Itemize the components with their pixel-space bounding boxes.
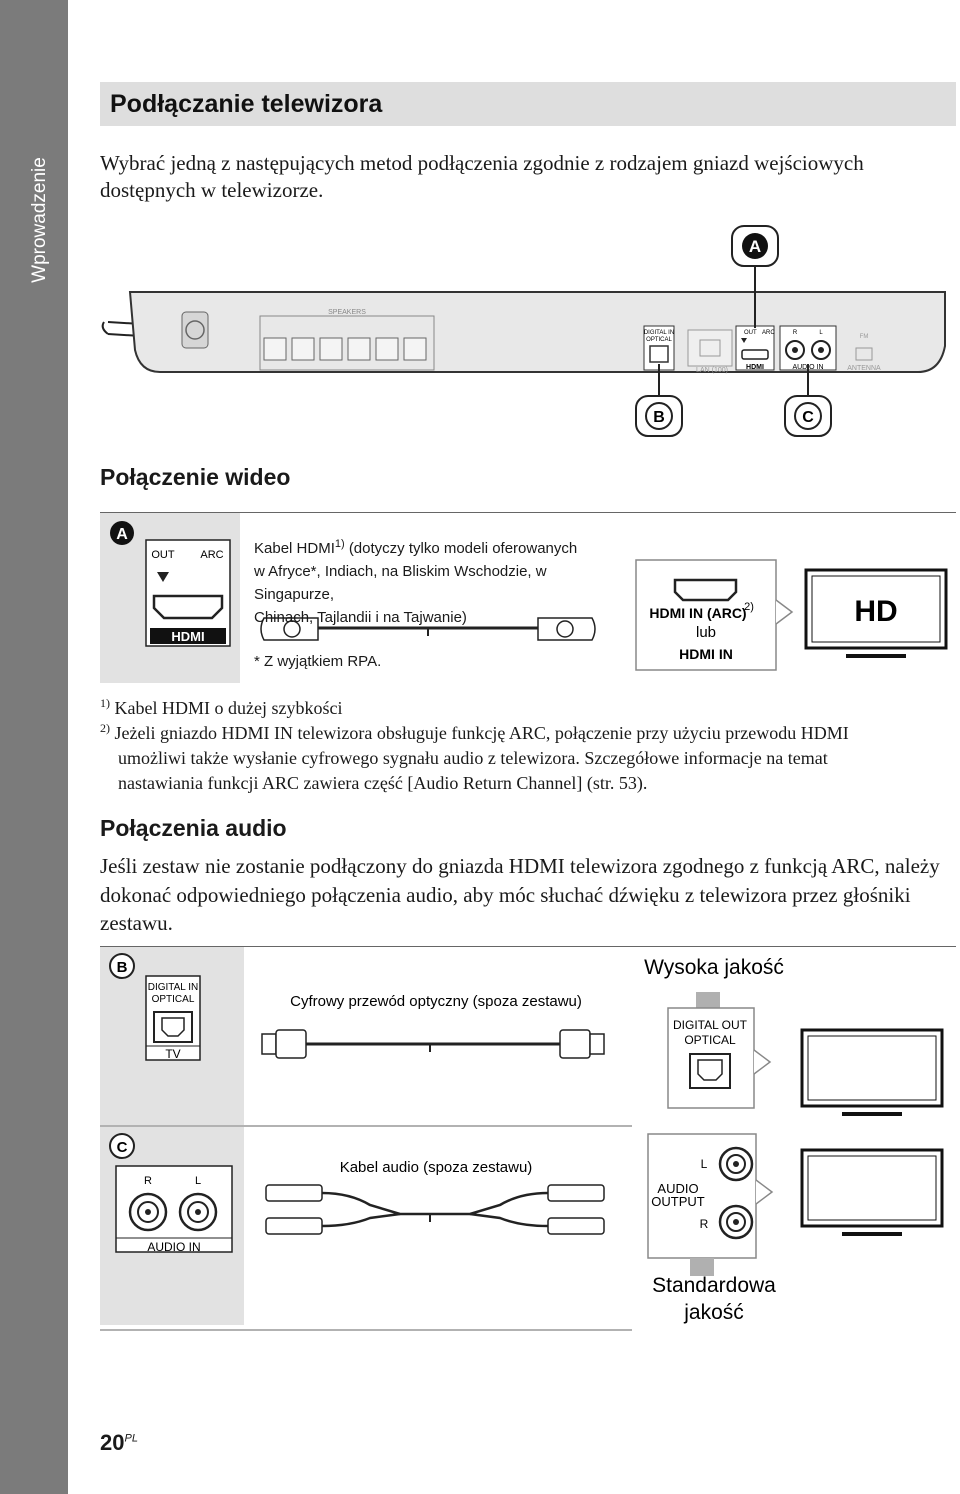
panel-out: OUT (744, 330, 757, 336)
b-port-1: DIGITAL IN (148, 982, 199, 993)
audio-cable (321, 1191, 549, 1228)
svg-text:A: A (116, 526, 128, 543)
intro-text: Wybrać jedną z następujących metod podłą… (100, 151, 864, 202)
c-tv-l: L (701, 1157, 708, 1171)
audio-c-marker (109, 1133, 135, 1159)
tv-port-or: lub (696, 624, 716, 641)
c-port-label: AUDIO IN (147, 1240, 200, 1254)
svg-text:A: A (749, 237, 761, 256)
speakers-label: SPEAKERS (328, 309, 366, 316)
tv-hdmi-port (673, 578, 738, 602)
panel-l: L (819, 330, 823, 336)
c-r: R (144, 1175, 152, 1187)
audio-b-marker (109, 953, 135, 979)
c-quality-1: Standardowa (652, 1274, 776, 1297)
tv-hd-badge: HD (854, 595, 897, 628)
panel-optical: OPTICAL (646, 337, 672, 343)
svg-text:B: B (653, 409, 665, 426)
b-tv-1: DIGITAL OUT (673, 1018, 748, 1032)
video-hdmi-logo: HDMI (171, 629, 204, 644)
tv-port-2: HDMI IN (679, 646, 733, 662)
footnote-1: 1) Kabel HDMI o dużej szybkości (100, 696, 343, 718)
cable-label: Kabel HDMI1) (dotyczy tylko modeli ofero… (254, 538, 578, 626)
svg-text:C: C (802, 409, 814, 426)
video-out: OUT (151, 549, 175, 561)
svg-text:C: C (117, 1139, 128, 1156)
video-arc: ARC (200, 549, 223, 561)
b-quality: Wysoka jakość (644, 956, 784, 979)
c-cable: Kabel audio (spoza zestawu) (340, 1159, 533, 1176)
c-tv-r: R (700, 1217, 709, 1231)
panel-r: R (793, 330, 798, 336)
b-cable: Cyfrowy przewód optyczny (spoza zestawu) (290, 993, 582, 1010)
title-bar: Podłączanie telewizora (100, 82, 956, 126)
b-tv-2: OPTICAL (684, 1033, 736, 1047)
video-hdmi-port (152, 594, 224, 620)
panel-hdmi-label: HDMI (746, 364, 764, 371)
footnote-2: 2) Jeżeli gniazdo HDMI IN telewizora obs… (100, 721, 849, 793)
panel-fm: FM (860, 334, 869, 340)
audio-rule (100, 946, 956, 947)
c-tv-1: AUDIO (657, 1181, 698, 1196)
video-connection-diagram: A OUT ARC HDMI HDMI IN (ARC) 2) lub HDMI… (100, 513, 948, 683)
sidebar: Wprowadzenie (0, 0, 68, 1494)
svg-text:B: B (117, 959, 128, 976)
b-tv-optical-port (689, 1053, 731, 1089)
device-rear-panel-diagram: SPEAKERS DIGITAL IN OPTICAL LAN (100) OU… (101, 225, 946, 437)
audio-heading: Połączenia audio (100, 815, 287, 841)
b-port-tv: TV (165, 1047, 180, 1061)
panel-optical-port (649, 345, 669, 363)
panel-arc: ARC (762, 330, 775, 336)
video-heading: Połączenie wideo (100, 464, 291, 490)
panel-antenna: ANTENNA (847, 365, 881, 372)
c-l: L (195, 1175, 201, 1187)
tv-port-sup: 2) (744, 601, 754, 613)
video-rule (100, 512, 956, 513)
b-port-2: OPTICAL (152, 994, 195, 1005)
panel-lan: LAN (100) (696, 367, 728, 374)
panel-hdmi-port (741, 349, 769, 360)
audio-text: Jeśli zestaw nie zostanie podłączony do … (100, 854, 940, 935)
page-number: 20PL (100, 1430, 138, 1455)
c-quality-2: jakość (683, 1301, 744, 1324)
b-optical-port (153, 1011, 193, 1043)
page-title: Podłączanie telewizora (110, 90, 383, 118)
c-tv-2: OUTPUT (651, 1194, 705, 1209)
except-note: * Z wyjątkiem RPA. (254, 653, 382, 670)
panel-digital-in: DIGITAL IN (644, 330, 674, 336)
video-marker (110, 521, 134, 545)
tv-port-1: HDMI IN (ARC) (649, 605, 746, 621)
audio-connection-diagram: B DIGITAL IN OPTICAL TV DIGITAL OUT OPTI… (100, 947, 944, 1331)
